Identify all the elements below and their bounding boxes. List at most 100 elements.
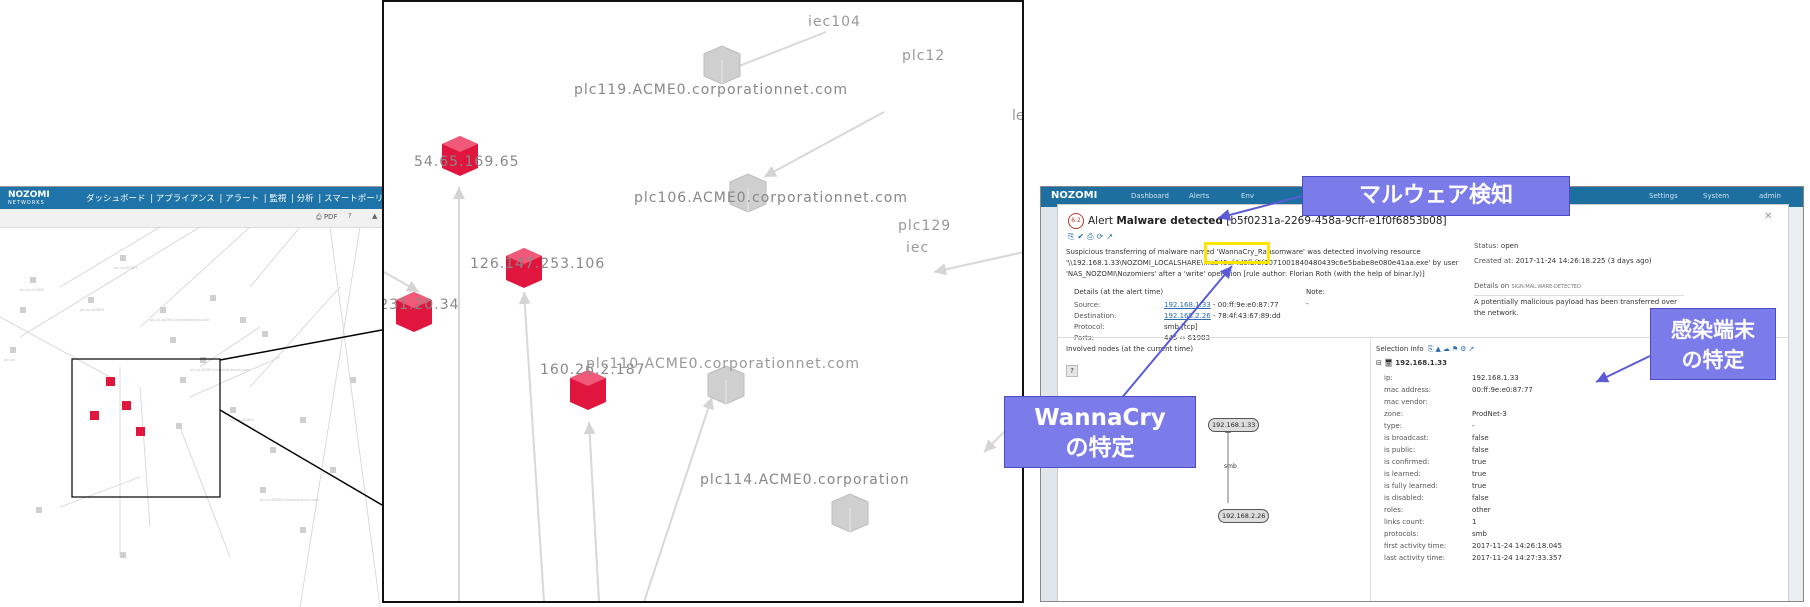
destination-mac: - 78:4f:43:67:89:dd <box>1210 312 1281 320</box>
node-plc106[interactable] <box>729 173 767 213</box>
menu-dashboard[interactable]: ダッシュボード <box>86 194 146 204</box>
involved-nodes-label: Involved nodes (at the current time) <box>1066 345 1194 353</box>
alert-id: [b5f0231a-2269-458a-9cff-e1f0f6853b08] <box>1226 215 1447 227</box>
callout-wannacry-line-1: WannaCry <box>1034 405 1166 431</box>
destination-ip-link[interactable]: 192.168.2.26 <box>1164 312 1211 320</box>
ports-label: Ports: <box>1074 334 1094 342</box>
graph-help-button[interactable]: ? <box>1066 365 1078 377</box>
panel-divider <box>1370 338 1371 601</box>
label-plc12: plc12 <box>902 48 946 64</box>
section-divider <box>1058 337 1788 338</box>
callout-malware-detection: マルウェア検知 <box>1302 176 1570 216</box>
label-126-147-253-106: 126.147.253.106 <box>470 256 606 272</box>
callout-malware-text: マルウェア検知 <box>1358 183 1513 208</box>
node-plc114[interactable] <box>831 493 869 533</box>
app-logo: NOZOMI <box>1051 190 1098 201</box>
node-54-65-169-65[interactable] <box>442 136 478 176</box>
label-plc106: plc106.ACME0.corporationnet.com <box>634 190 908 206</box>
node-160-26-2-187[interactable] <box>570 370 606 410</box>
details-on-text-2: network. <box>1487 309 1519 317</box>
label-iec-fragment: iec <box>906 240 930 256</box>
details-on-label: Details on <box>1474 282 1510 290</box>
nav-system[interactable]: System <box>1703 192 1730 200</box>
left-network-overview: NOZOMI NETWORKS ダッシュボード | アプライアンス | アラート… <box>0 186 400 607</box>
note-heading: Note: <box>1306 288 1325 296</box>
svg-text:plc-xx.ACME0: plc-xx.ACME0 <box>114 266 138 270</box>
nav-settings[interactable]: Settings <box>1649 192 1678 200</box>
callout-infected-line-2: の特定 <box>1681 348 1745 372</box>
brand-sub-text: NETWORKS <box>8 200 45 206</box>
callout-infected-host: 感染端末 の特定 <box>1650 308 1776 380</box>
nav-admin[interactable]: admin <box>1759 192 1781 200</box>
node-plc119[interactable] <box>703 45 741 85</box>
pdf-label: PDF <box>323 213 338 221</box>
graph-node-source[interactable]: 192.168.1.33 <box>1208 418 1260 432</box>
label-52-231-20-34: 52.231.20.34 <box>382 297 460 313</box>
menu-alert[interactable]: アラート <box>225 194 260 204</box>
menu-appliance[interactable]: アプライアンス <box>155 194 215 204</box>
graph-edge-label: smb <box>1224 463 1237 470</box>
source-ip-link[interactable]: 192.168.1.33 <box>1164 301 1211 309</box>
close-icon[interactable]: ✕ <box>1764 211 1773 222</box>
node-plc110[interactable] <box>707 365 745 405</box>
description-line-3: 'NAS_NOZOMI\Nozomiers' after a 'write' o… <box>1066 270 1425 278</box>
node-52-231-20-34[interactable] <box>396 292 432 332</box>
menu-smart-polling[interactable]: スマートポーリング <box>323 194 400 204</box>
zoomed-network-graph[interactable]: iec104 plc12 plc119.ACME0.corporationnet… <box>382 0 1024 603</box>
details-on-text-1: A potentially malicious payload has been… <box>1474 298 1678 317</box>
label-plc129: plc129 <box>898 218 952 234</box>
menu-analysis[interactable]: 分析 <box>296 194 314 204</box>
wannacry-highlight <box>1204 242 1270 264</box>
nozomi-logo: NOZOMI NETWORKS <box>8 191 50 207</box>
details-heading: Details (at the alert time) <box>1074 288 1164 296</box>
collapse-icon[interactable]: ▲ <box>372 212 378 220</box>
graph-node-dest[interactable]: 192.168.2.26 <box>1218 509 1270 523</box>
zoom-region-box <box>71 358 221 498</box>
ports-value: 445 ↔ 61983 <box>1164 334 1210 342</box>
alert-status-column: Status: open Created at: 2017-11-24 14:2… <box>1474 241 1684 319</box>
menu-monitor[interactable]: 監視 <box>269 194 287 204</box>
title-prefix: Alert <box>1088 215 1113 227</box>
brand-text: NOZOMI <box>8 190 50 200</box>
callout-wannacry: WannaCry の特定 <box>1004 396 1196 468</box>
details-on-signature: SIGN:MAL.WARE-DETECTED <box>1511 284 1581 290</box>
created-value: 2017-11-24 14:26:18.225 (3 days ago) <box>1515 257 1652 265</box>
title-bold: Malware detected <box>1116 215 1223 227</box>
status-label: Status: <box>1474 242 1499 250</box>
svg-text:plc-xx: plc-xx <box>4 358 15 362</box>
left-navbar: NOZOMI NETWORKS ダッシュボード | アプライアンス | アラート… <box>0 187 400 209</box>
alert-action-icons[interactable]: ⎘✔⎙⟳↗ <box>1068 232 1116 241</box>
svg-text:plc-xx.ACME0.corporationnet.co: plc-xx.ACME0.corporationnet.com <box>260 498 320 502</box>
label-160-26-2-187: 160.26.2.187 <box>540 362 646 378</box>
label-54-65-169-65: 54.65.169.65 <box>414 154 520 170</box>
label-plc110: plc110.ACME0.corporationnet.com <box>586 356 860 372</box>
nav-dashboard[interactable]: Dashboard <box>1131 192 1169 200</box>
involved-nodes-header: Involved nodes (at the current time) <box>1066 344 1193 355</box>
left-menu: ダッシュボード | アプライアンス | アラート | 監視 | 分析 | スマー… <box>86 194 400 204</box>
svg-text:plc-xx.ACME0: plc-xx.ACME0 <box>230 418 254 422</box>
help-icon[interactable]: ? <box>348 212 352 220</box>
protocol-label: Protocol: <box>1074 323 1105 331</box>
destination-label: Destination: <box>1074 312 1117 320</box>
status-value: open <box>1500 242 1519 250</box>
pdf-button[interactable]: ⎙ PDF <box>316 213 338 221</box>
node-126-147-253-106[interactable] <box>506 248 542 288</box>
description-line-1: Suspicious transferring of malware named… <box>1066 248 1421 256</box>
callout-wannacry-line-2: の特定 <box>1065 435 1135 461</box>
nav-alerts[interactable]: Alerts <box>1189 192 1210 200</box>
left-toolbar: ⎙ PDF ? ▲ <box>0 209 400 228</box>
label-le-fragment: le <box>1012 108 1024 124</box>
svg-text:plc-xx.ACME0.corporationnet.co: plc-xx.ACME0.corporationnet.com <box>150 318 210 322</box>
selection-info-label: Selection info <box>1376 345 1424 353</box>
note-value: - <box>1306 300 1309 308</box>
selected-node-ip: 192.168.1.33 <box>1395 359 1448 367</box>
selection-tool-icons[interactable]: ⎘▲☁⚑⚙↗ <box>1427 345 1477 353</box>
created-label: Created at: <box>1474 257 1514 265</box>
selected-node-row[interactable]: ⊟ 🖥 192.168.1.33 <box>1376 359 1448 367</box>
alert-details: Details (at the alert time) Note: - Sour… <box>1066 287 1325 344</box>
nav-env[interactable]: Env <box>1241 192 1255 200</box>
zoom-graph-canvas <box>384 31 1022 601</box>
